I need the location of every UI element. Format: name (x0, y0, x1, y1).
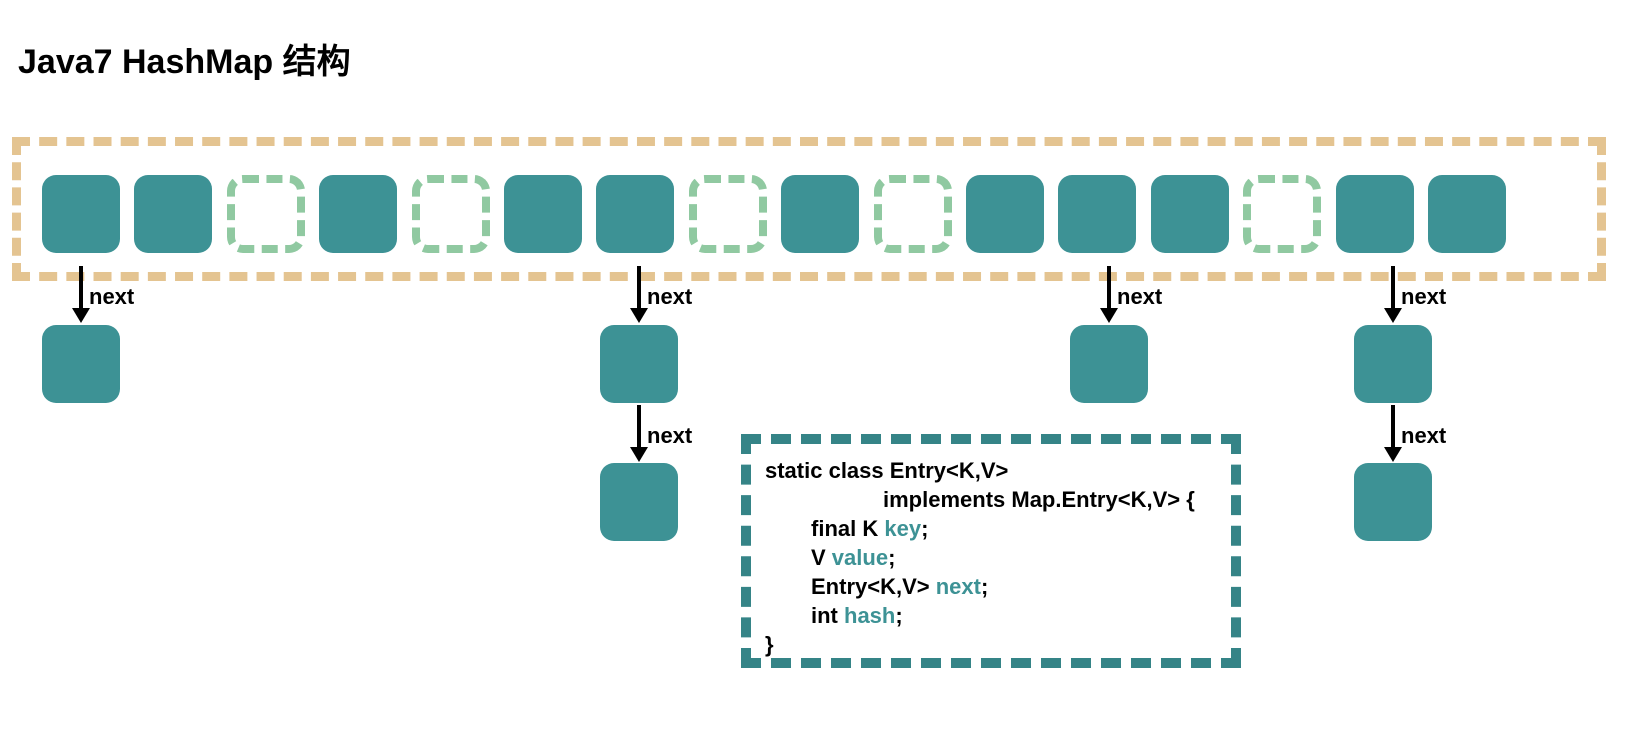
code-line-1: static class Entry<K,V> (765, 456, 1231, 485)
bucket-slot-1-filled (134, 175, 213, 253)
code-identifier: hash (844, 603, 896, 628)
code-text: ; (895, 603, 903, 628)
bucket-slot-5-filled (504, 175, 582, 253)
arrow-shaft (79, 266, 83, 308)
entry-node-slot6-2 (600, 463, 678, 541)
bucket-slot-2-empty (226, 175, 305, 253)
code-identifier: key (884, 516, 922, 541)
arrow-shaft (1391, 266, 1395, 308)
entry-node-slot6-1 (600, 325, 678, 403)
bucket-slot-12-filled (1150, 175, 1229, 253)
bucket-slot-6-filled (596, 175, 675, 253)
next-label: next (1117, 284, 1163, 309)
bucket-slot-14-filled (1335, 175, 1414, 253)
code-text: final K (811, 516, 885, 541)
arrow-head-icon (1100, 308, 1118, 323)
arrow-shaft (637, 405, 641, 447)
code-line-6: int hash; (765, 601, 1231, 630)
code-line-4: V value; (765, 543, 1231, 572)
bucket-slot-10-filled (966, 175, 1044, 253)
arrow-shaft (1107, 266, 1111, 308)
next-label: next (647, 423, 693, 448)
code-text: int (811, 603, 844, 628)
entry-class-code-box: static class Entry<K,V> implements Map.En… (741, 434, 1241, 668)
next-label: next (1401, 284, 1447, 309)
code-identifier: value (831, 545, 889, 570)
code-text: } (765, 632, 774, 657)
page-title: Java7 HashMap 结构 (18, 43, 351, 81)
code-line-5: Entry<K,V> next; (765, 572, 1231, 601)
entry-node-slot11-1 (1070, 325, 1148, 403)
bucket-slot-3-filled (319, 175, 398, 253)
entry-node-slot0-1 (42, 325, 120, 403)
arrow-head-icon (72, 308, 90, 323)
arrow-head-icon (1384, 308, 1402, 323)
next-label: next (1401, 423, 1447, 448)
code-text: ; (921, 516, 929, 541)
code-line-3: final K key; (765, 514, 1231, 543)
arrow-shaft (637, 266, 641, 308)
next-label: next (647, 284, 693, 309)
bucket-slot-13-empty (1243, 175, 1322, 253)
arrow-head-icon (630, 447, 648, 462)
bucket-slot-15-filled (1428, 175, 1506, 253)
bucket-slot-8-filled (781, 175, 860, 253)
next-label: next (89, 284, 135, 309)
bucket-slot-11-filled (1058, 175, 1137, 253)
code-identifier: next (935, 574, 981, 599)
arrow-shaft (1391, 405, 1395, 447)
arrow-head-icon (630, 308, 648, 323)
code-text: implements Map.Entry<K,V> { (883, 487, 1195, 512)
code-text: V (811, 545, 832, 570)
code-text: ; (980, 574, 989, 599)
code-line-7: } (765, 630, 1231, 659)
code-text: static class Entry<K,V> (765, 458, 1009, 483)
entry-node-slot14-2 (1354, 463, 1432, 541)
arrow-head-icon (1384, 447, 1402, 462)
code-line-2: implements Map.Entry<K,V> { (765, 485, 1231, 514)
code-text: ; (888, 545, 896, 570)
bucket-slot-4-empty (411, 175, 490, 253)
bucket-slot-0-filled (42, 175, 120, 253)
bucket-array-container (12, 137, 1606, 281)
code-text: Entry<K,V> (811, 574, 936, 599)
bucket-slot-9-empty (873, 175, 952, 253)
entry-node-slot14-1 (1354, 325, 1432, 403)
bucket-slot-7-empty (688, 175, 767, 253)
